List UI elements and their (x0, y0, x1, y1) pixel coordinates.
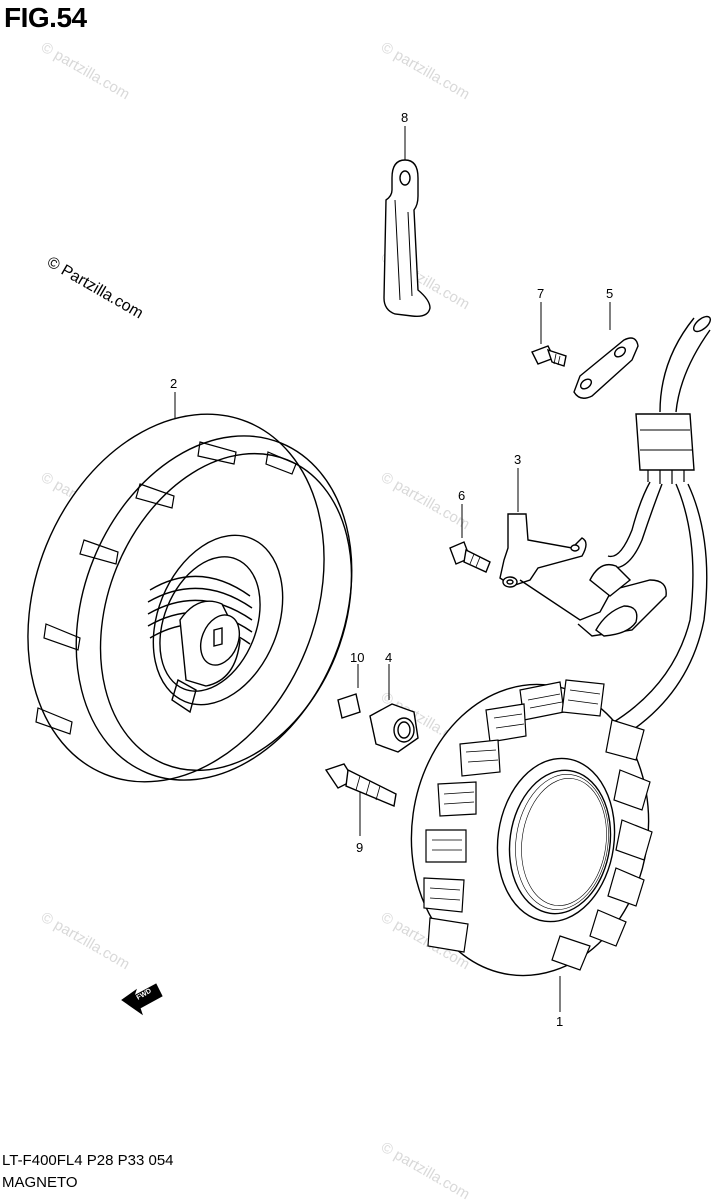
callout-3: 3 (514, 452, 521, 467)
watermark-faint: © partzilla.com (378, 39, 473, 103)
watermark-faint: © partzilla.com (378, 1139, 473, 1200)
callout-4: 4 (385, 650, 392, 665)
part-key-10 (337, 664, 361, 719)
watermark-faint: © partzilla.com (38, 909, 133, 973)
callout-9: 9 (356, 840, 363, 855)
callout-8: 8 (401, 110, 408, 125)
callout-10: 10 (350, 650, 364, 665)
callout-6: 6 (458, 488, 465, 503)
part-bolt-9 (324, 763, 397, 836)
callout-5: 5 (606, 286, 613, 301)
part-screw-6 (449, 504, 491, 573)
model-code: LT-F400FL4 P28 P33 054 (2, 1152, 174, 1169)
watermark-main: © Partzilla.com (44, 254, 146, 323)
part-screw-7 (531, 302, 567, 367)
callout-labels: 1 2 3 4 5 6 7 8 9 10 (170, 110, 613, 1029)
figure-name: MAGNETO (2, 1174, 78, 1191)
watermark-faint: © partzilla.com (38, 39, 133, 103)
part-sensor-bracket-3 (499, 468, 667, 637)
part-clamp-plate-5 (573, 302, 639, 399)
part-stator-1 (410, 679, 653, 1012)
figure-title: FIG.54 (4, 2, 87, 33)
part-wire-clamp (383, 126, 431, 318)
callout-2: 2 (170, 376, 177, 391)
part-rotor-2 (27, 392, 353, 783)
callout-1: 1 (556, 1014, 563, 1029)
part-nut-4 (369, 664, 419, 753)
fwd-arrow: FWD (121, 983, 163, 1016)
callout-7: 7 (537, 286, 544, 301)
